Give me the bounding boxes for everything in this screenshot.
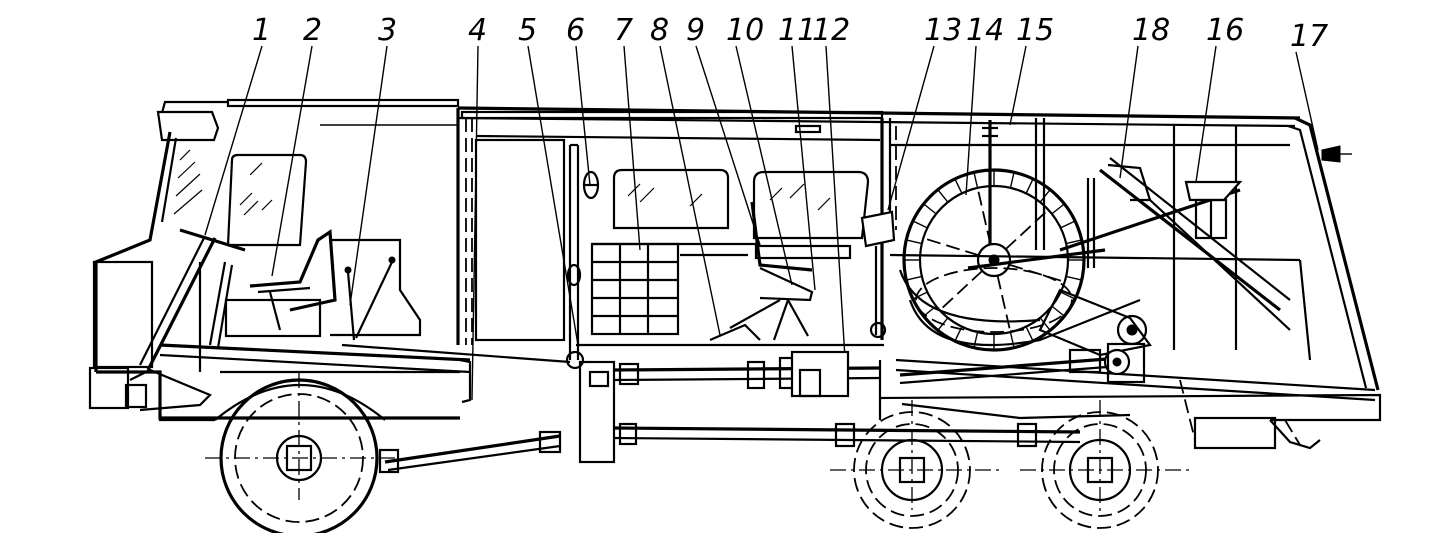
drum-spoke: [906, 275, 923, 281]
drum-spoke: [1051, 203, 1065, 215]
rear-wheel-2: [1020, 400, 1190, 529]
front-suspension: [124, 262, 212, 412]
drum-spoke: [1039, 317, 1051, 331]
drum-spoke: [912, 220, 928, 229]
callout-2: 2: [303, 13, 322, 48]
callout-6: 6: [566, 13, 585, 48]
drum-spoke: [1039, 189, 1051, 203]
drum-spoke: [1051, 305, 1065, 317]
callout-4: 4: [468, 13, 487, 48]
drum-spoke: [1060, 291, 1076, 300]
callout-labels: 1 2 3 4 5 6 7 8 9 10 11 12 13 14 15 18 1…: [252, 13, 1328, 54]
drum-inner-spoke: [996, 275, 1012, 333]
rear-wheel-1: [830, 400, 1000, 529]
chassis-frame: [96, 342, 1382, 474]
callout-18: 18: [1132, 13, 1170, 48]
drum-spoke: [1065, 275, 1082, 281]
callout-17: 17: [1290, 19, 1328, 54]
callout-9: 9: [686, 13, 705, 48]
drum-spoke: [1060, 220, 1076, 229]
drum-spoke: [1025, 178, 1034, 194]
leader-lines: [204, 45, 1319, 401]
callout-3: 3: [378, 13, 397, 48]
drum-spoke: [923, 203, 937, 215]
drum-spoke: [1009, 172, 1015, 189]
drum-spoke: [906, 239, 923, 245]
drum-spoke: [937, 189, 949, 203]
drum-spoke: [973, 172, 979, 189]
winch-drum: [898, 120, 1152, 357]
callout-13: 13: [924, 13, 962, 48]
callout-1: 1: [252, 13, 271, 48]
front-wheel: [205, 372, 395, 538]
drum-inner-spoke: [976, 187, 992, 245]
callout-15: 15: [1016, 13, 1054, 48]
callout-12: 12: [812, 13, 850, 48]
drum-spoke: [1025, 326, 1034, 342]
callout-14: 14: [966, 13, 1004, 48]
callout-11: 11: [778, 13, 816, 48]
callout-5: 5: [518, 13, 537, 48]
callout-10: 10: [726, 13, 764, 48]
callout-8: 8: [650, 13, 669, 48]
drum-spoke: [954, 178, 963, 194]
drum-inner-spoke: [1005, 209, 1049, 250]
drum-spoke: [1009, 331, 1015, 348]
vehicle-body: [88, 98, 1380, 410]
drum-inner-spoke: [923, 237, 979, 257]
drum-inner-spoke: [939, 270, 983, 311]
callout-7: 7: [614, 13, 633, 48]
drum-spoke: [1065, 239, 1082, 245]
callout-16: 16: [1206, 13, 1244, 48]
interior-equipment: [139, 201, 896, 371]
